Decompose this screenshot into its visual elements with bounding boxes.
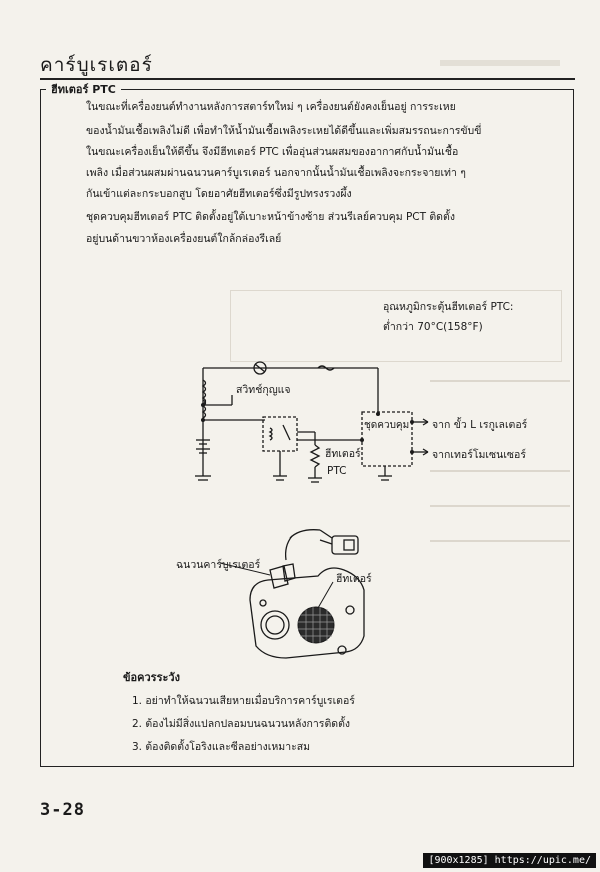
heater-part-label: ฮีทเตอร์ [336,573,372,585]
caution-item: 2. ต้องไม่มีสิ่งแปลกปลอมบนฉนวนหลังการติด… [132,718,351,730]
heater-label: ฮีทเตอร์ [325,448,361,460]
bleed-through-mark [430,380,570,382]
watermark: [900x1285] https://upic.me/ [423,853,596,868]
caution-item: 3. ต้องติดตั้งโอริงและซีลอย่างเหมาะสม [132,741,311,753]
insulator-label: ฉนวนคาร์บูเรเตอร์ [176,559,261,571]
bleed-through-mark [430,505,570,507]
page-number: 3-28 [40,800,85,820]
paragraph-line: ในขณะเครื่องเย็นให้ดีขึ้น จึงมีฮีทเตอร์ … [86,146,459,158]
control-unit-label: ชุดควบคุม [364,420,410,431]
cautions-title: ข้อควรระวัง [123,671,180,684]
section-title: ฮีทเตอร์ PTC [46,80,121,98]
page-title: คาร์บูเรเตอร์ [40,54,153,76]
from-l-regulator-label: จาก ขั้ว L เรกูเลเตอร์ [432,419,528,431]
content-panel [40,89,574,767]
temperature-note: อุณหภูมิกระตุ้นฮีทเตอร์ PTC: [383,301,514,313]
paragraph-line: กันเข้าแต่ละกระบอกสูบ โดยอาศัยฮีทเตอร์ซึ… [86,188,352,200]
paragraph-line: อยู่บนด้านขวาห้องเครื่องยนต์ใกล้กล่องรีเ… [86,233,282,245]
bleed-through-mark [430,470,570,472]
from-thermosensor-label: จากเทอร์โมเซนเซอร์ [432,449,526,461]
paragraph-line: ของน้ำมันเชื้อเพลิงไม่ดี เพื่อทำให้น้ำมั… [86,125,482,137]
bleed-through-mark [440,60,560,66]
ptc-label: PTC [327,465,347,477]
ignition-switch-label: สวิทช์กุญแจ [236,384,291,396]
caution-item: 1. อย่าทำให้ฉนวนเสียหายเมื่อบริการคาร์บู… [132,695,355,707]
bleed-through-mark [430,540,570,542]
paragraph-line: ชุดควบคุมฮีทเตอร์ PTC ติดตั้งอยู่ใต้เบาะ… [86,211,455,223]
paragraph-line: ในขณะที่เครื่องยนต์ทำงานหลังการสตาร์ทใหม… [86,101,456,113]
bleed-through-mark [230,290,562,362]
temperature-threshold: ต่ำกว่า 70°C(158°F) [383,321,483,333]
title-rule [40,78,575,80]
paragraph-line: เพลิง เมื่อส่วนผสมผ่านฉนวนคาร์บูเรเตอร์ … [86,167,466,179]
